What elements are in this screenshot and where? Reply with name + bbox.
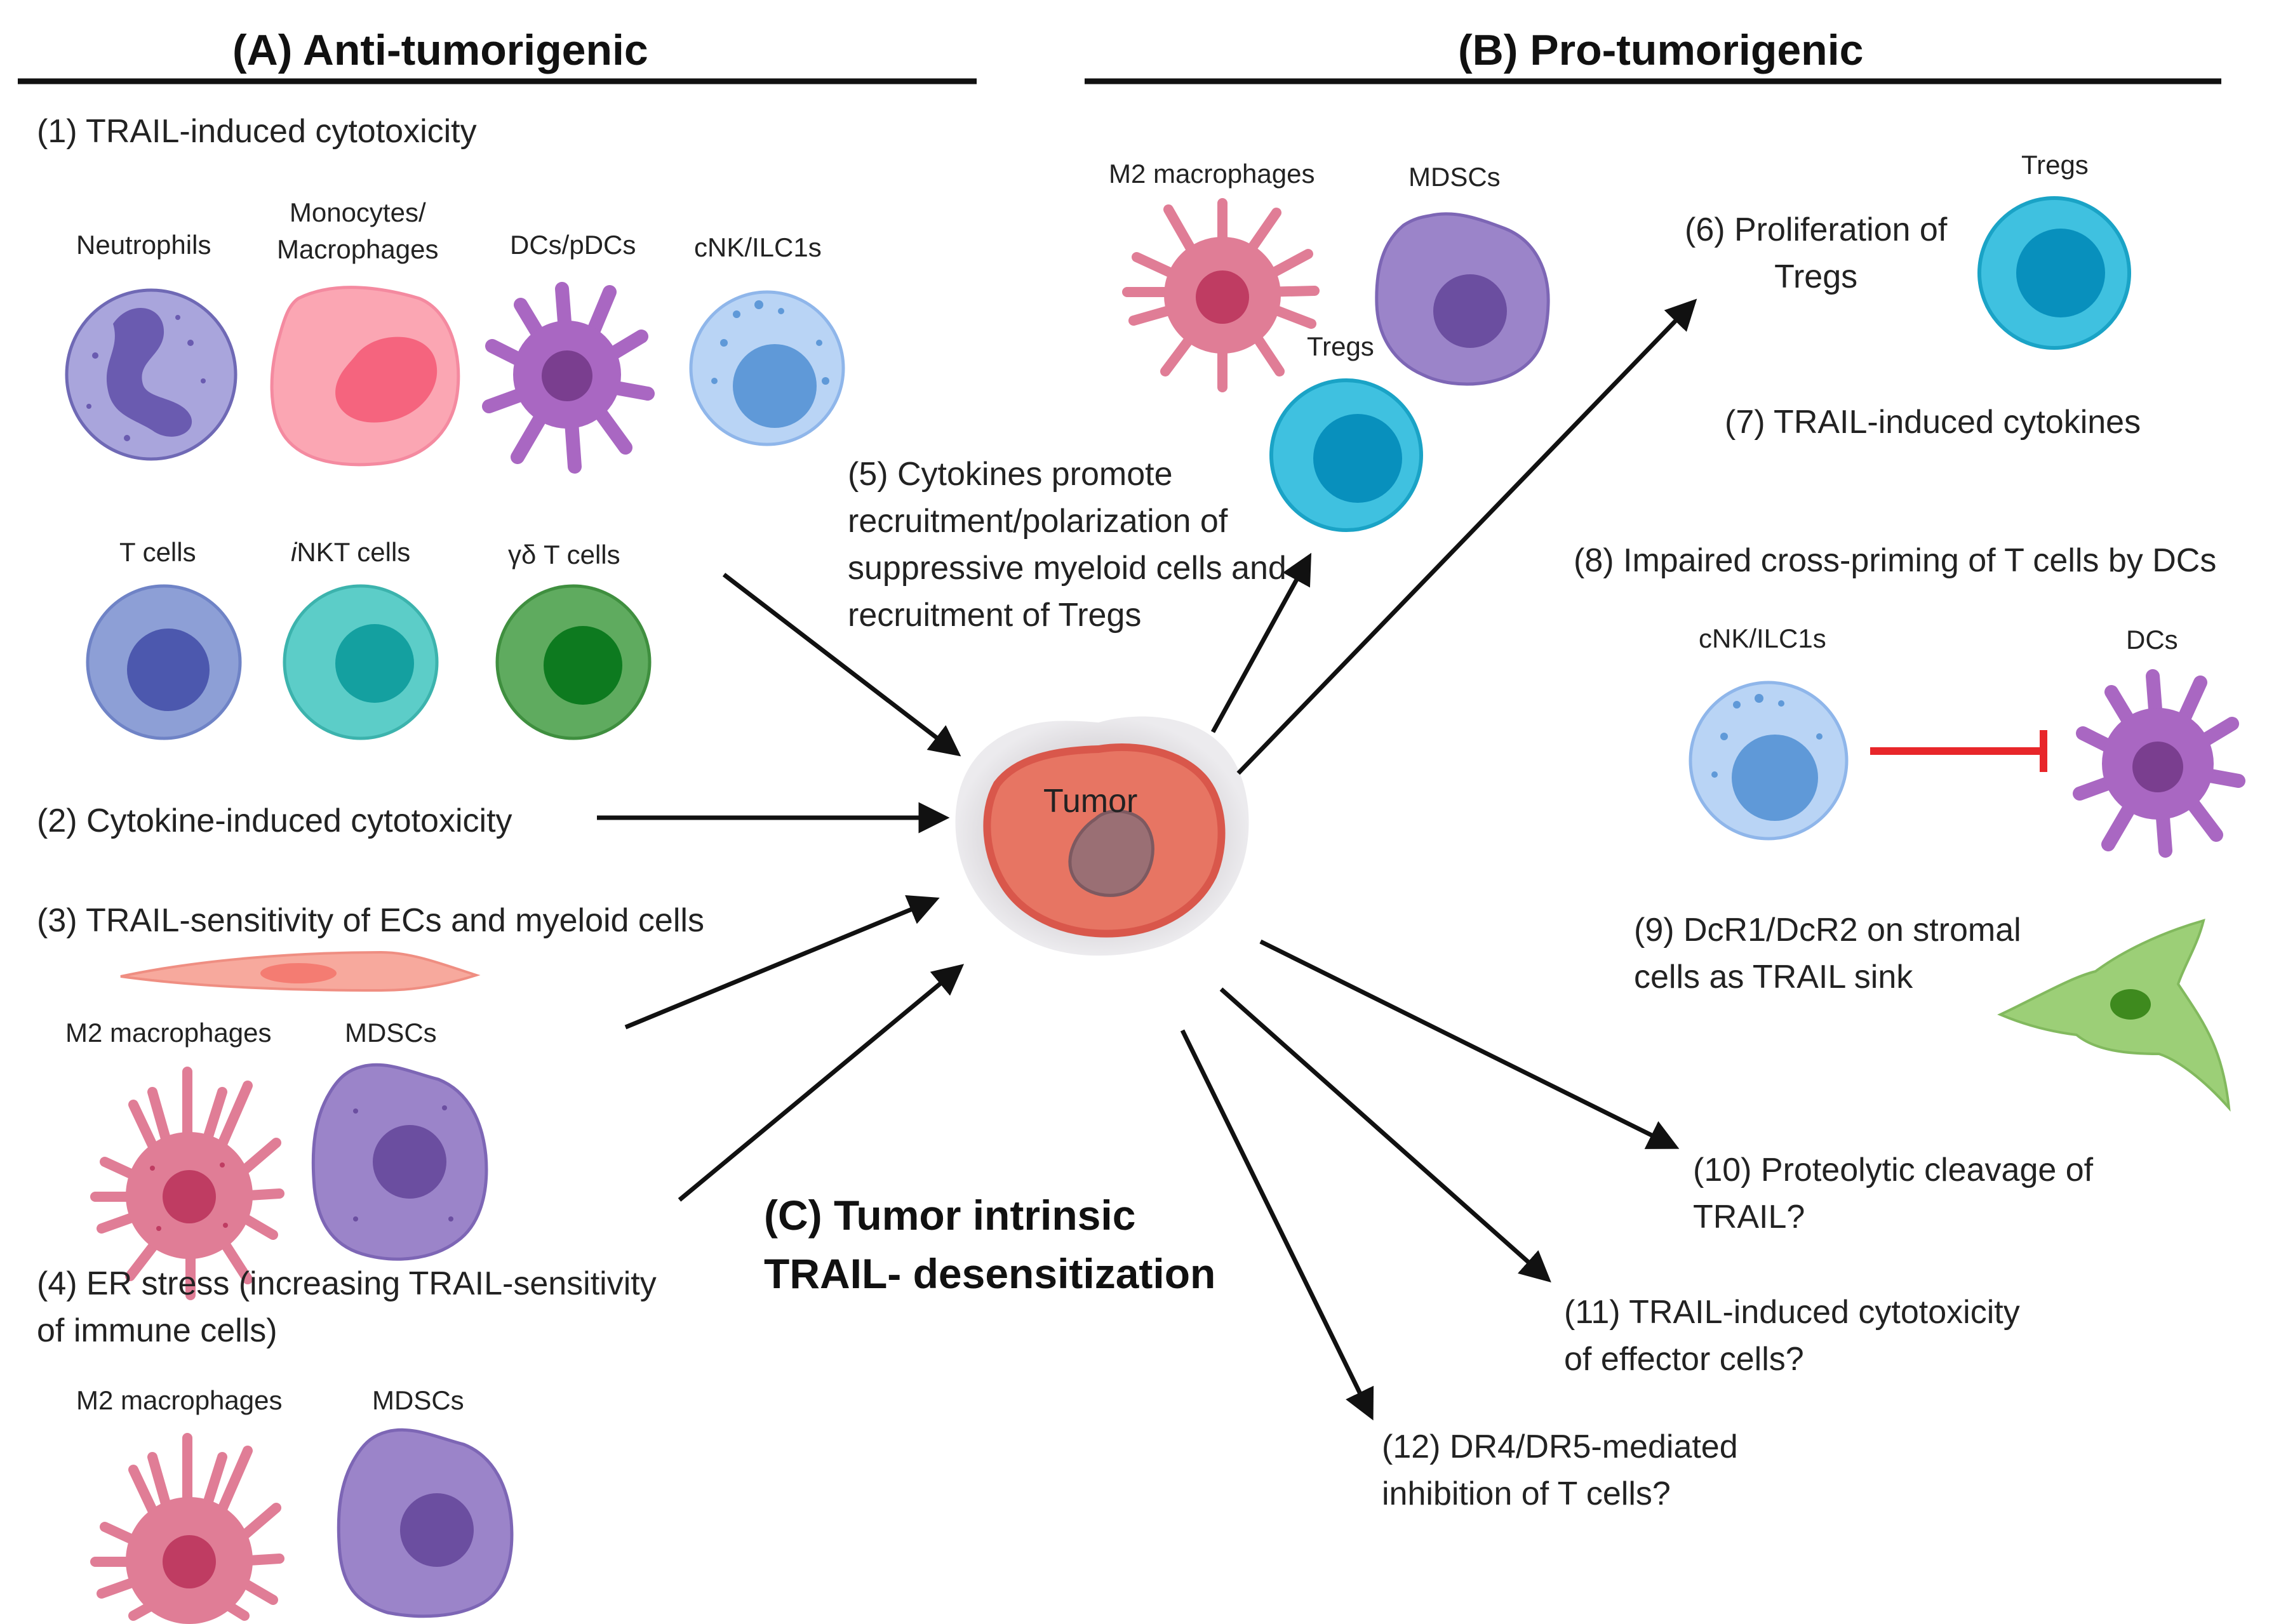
item-4-line-1: (4) ER stress (increasing TRAIL-sensitiv… — [37, 1265, 657, 1302]
label-dcs-pdcs: DCs/pDCs — [510, 230, 636, 260]
treg-icon — [1977, 196, 2131, 350]
item-9-line-2: cells as TRAIL sink — [1634, 959, 1913, 995]
item-4-line-2: of immune cells) — [37, 1312, 278, 1349]
arrows — [597, 298, 1697, 1421]
t-cell-icon — [86, 584, 242, 740]
tumor-icon — [955, 716, 1249, 956]
label-monocytes: Monocytes/ Macrophages — [277, 194, 438, 268]
item-10-line-1: (10) Proteolytic cleavage of — [1693, 1152, 2094, 1188]
section-a-title: (A) Anti-tumorigenic — [232, 26, 648, 74]
macrophage-icon — [270, 286, 460, 467]
item-6: (6) Proliferation of Tregs — [1685, 206, 1947, 300]
item-7: (7) TRAIL-induced cytokines — [1725, 404, 2141, 441]
inkt-cell-icon — [283, 584, 439, 740]
label-tregs-b5: Tregs — [1307, 331, 1374, 361]
label-monocytes-line-1: Monocytes/ — [289, 197, 426, 227]
arrow-3 — [624, 895, 940, 1030]
label-mdscs-a3: MDSCs — [345, 1018, 437, 1048]
label-cnk-ilc1s-b8: cNK/ILC1s — [1699, 623, 1826, 653]
label-m2-macrophages-b5: M2 macrophages — [1109, 159, 1315, 189]
arrow-11 — [1219, 987, 1551, 1282]
label-m2-macrophages-a4: M2 macrophages — [76, 1385, 283, 1415]
label-inkt-text: NKT cells — [297, 537, 411, 567]
label-m2-macrophages-a3: M2 macrophages — [65, 1018, 272, 1048]
arrow-12 — [1180, 1029, 1374, 1421]
arrow-4 — [678, 964, 965, 1202]
m2-macrophage-icon — [1122, 198, 1320, 392]
label-inkt-prefix: i — [291, 537, 297, 567]
item-9-line-1: (9) DcR1/DcR2 on stromal — [1634, 912, 2021, 948]
item-8: (8) Impaired cross-priming of T cells by… — [1574, 542, 2217, 579]
m2-macrophage-icon — [90, 1433, 284, 1624]
item-5-line-3: suppressive myeloid cells and — [848, 550, 1287, 587]
section-c-title: (C) Tumor intrinsic TRAIL- desensitizati… — [764, 1186, 1215, 1303]
item-10-line-2: TRAIL? — [1693, 1199, 1805, 1235]
label-dcs-b8: DCs — [2126, 625, 2178, 655]
label-inkt-cells: iNKT cells — [291, 537, 410, 568]
dendritic-cell-icon — [482, 282, 655, 474]
mdsc-icon — [311, 1063, 488, 1261]
mdsc-icon — [337, 1428, 514, 1618]
neutrophil-icon — [65, 288, 237, 461]
tumor-label: Tumor — [1043, 783, 1138, 820]
item-1: (1) TRAIL-induced cytotoxicity — [37, 113, 477, 150]
item-6-line-2: Tregs — [1774, 258, 1858, 295]
arrow-10 — [1259, 939, 1680, 1149]
mdsc-icon — [1375, 212, 1550, 386]
stromal-cell-icon — [1997, 919, 2231, 1112]
arrow-5 — [1210, 552, 1312, 733]
section-b-title: (B) Pro-tumorigenic — [1458, 26, 1864, 74]
item-6-line-1: (6) Proliferation of — [1685, 211, 1948, 248]
label-mdscs-b5: MDSCs — [1408, 162, 1501, 192]
inhibition-arrow-icon — [1870, 730, 2047, 772]
item-12-line-2: inhibition of T cells? — [1382, 1475, 1671, 1512]
gamma-delta-t-cell-icon — [495, 584, 652, 740]
label-mdscs-a4: MDSCs — [372, 1385, 464, 1415]
label-cnk-ilc1s: cNK/ILC1s — [694, 232, 822, 262]
arrow-6 — [1236, 298, 1697, 775]
m2-macrophage-icon — [90, 1067, 284, 1300]
item-12-line-1: (12) DR4/DR5-mediated — [1382, 1428, 1738, 1465]
item-3: (3) TRAIL-sensitivity of ECs and myeloid… — [37, 902, 704, 939]
item-5-line-2: recruitment/polarization of — [848, 503, 1228, 540]
label-t-cells: T cells — [119, 537, 196, 567]
label-neutrophils: Neutrophils — [76, 230, 211, 260]
label-gd-t-cells: γδ T cells — [508, 540, 620, 569]
item-4: (4) ER stress (increasing TRAIL-sensitiv… — [37, 1260, 657, 1354]
treg-icon — [1269, 378, 1423, 532]
item-11: (11) TRAIL-induced cytotoxicity of effec… — [1564, 1289, 2020, 1383]
section-c-title-line-2: TRAIL- desensitization — [764, 1250, 1216, 1297]
item-11-line-1: (11) TRAIL-induced cytotoxicity — [1564, 1294, 2020, 1331]
item-10: (10) Proteolytic cleavage of TRAIL? — [1693, 1147, 2093, 1241]
endothelial-cell-icon — [120, 950, 481, 992]
item-9: (9) DcR1/DcR2 on stromal cells as TRAIL … — [1634, 907, 2021, 1001]
nk-cell-icon — [1689, 681, 1849, 841]
item-5-line-1: (5) Cytokines promote — [848, 456, 1173, 493]
item-5-line-4: recruitment of Tregs — [848, 597, 1142, 634]
nk-cell-icon — [689, 290, 845, 446]
label-monocytes-line-2: Macrophages — [277, 234, 439, 264]
dendritic-cell-icon — [2073, 669, 2245, 858]
item-5: (5) Cytokines promote recruitment/polari… — [848, 451, 1287, 639]
arrow-1 — [722, 573, 961, 757]
item-2: (2) Cytokine-induced cytotoxicity — [37, 802, 512, 839]
item-11-line-2: of effector cells? — [1564, 1341, 1804, 1378]
label-tregs-b6: Tregs — [2021, 150, 2089, 180]
section-c-title-line-1: (C) Tumor intrinsic — [764, 1192, 1136, 1239]
item-12: (12) DR4/DR5-mediated inhibition of T ce… — [1382, 1423, 1738, 1517]
